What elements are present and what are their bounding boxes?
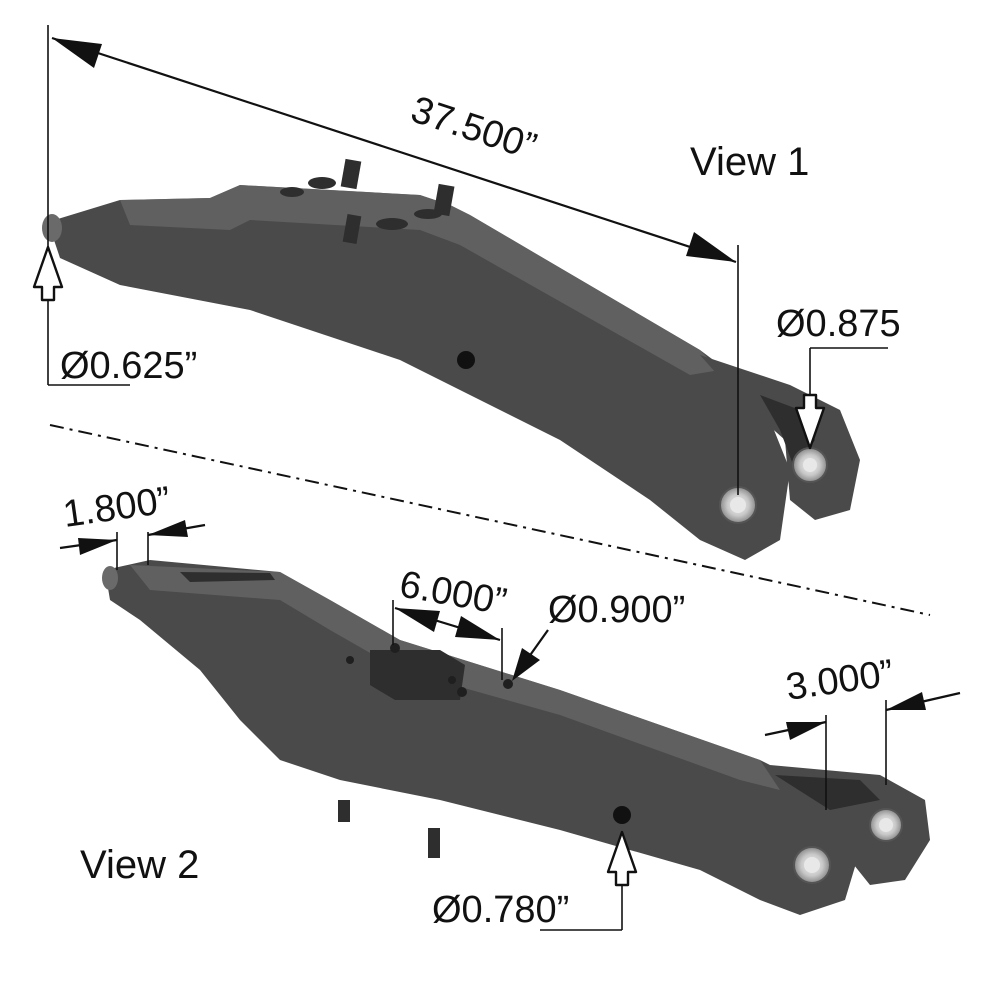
- view1-left-pin-dimension: Ø0.625”: [32, 245, 197, 387]
- view2-end-width-dimension: 1.800”: [59, 479, 206, 570]
- overall-length-label: 37.500”: [406, 89, 542, 169]
- right-bore-diameter-label: Ø0.875: [776, 303, 901, 345]
- view2-bracket: [102, 560, 930, 915]
- view-separator-line: [49, 424, 931, 616]
- view1-bracket: [42, 158, 860, 560]
- view2-side-hole-dimension: Ø0.780”: [432, 830, 638, 931]
- side-hole-diameter-label: Ø0.780”: [432, 889, 569, 931]
- left-pin-diameter-label: Ø0.625”: [60, 345, 197, 387]
- hole-diameter-label: Ø0.900”: [548, 589, 685, 631]
- view1-right-bore-dimension: Ø0.875: [776, 303, 901, 450]
- view1-label: View 1: [690, 140, 809, 184]
- view2-label: View 2: [80, 843, 199, 887]
- view2-hole-diameter-dimension: Ø0.900”: [512, 589, 685, 681]
- end-width-label: 1.800”: [60, 479, 173, 536]
- clevis-gap-label: 3.000”: [783, 652, 896, 709]
